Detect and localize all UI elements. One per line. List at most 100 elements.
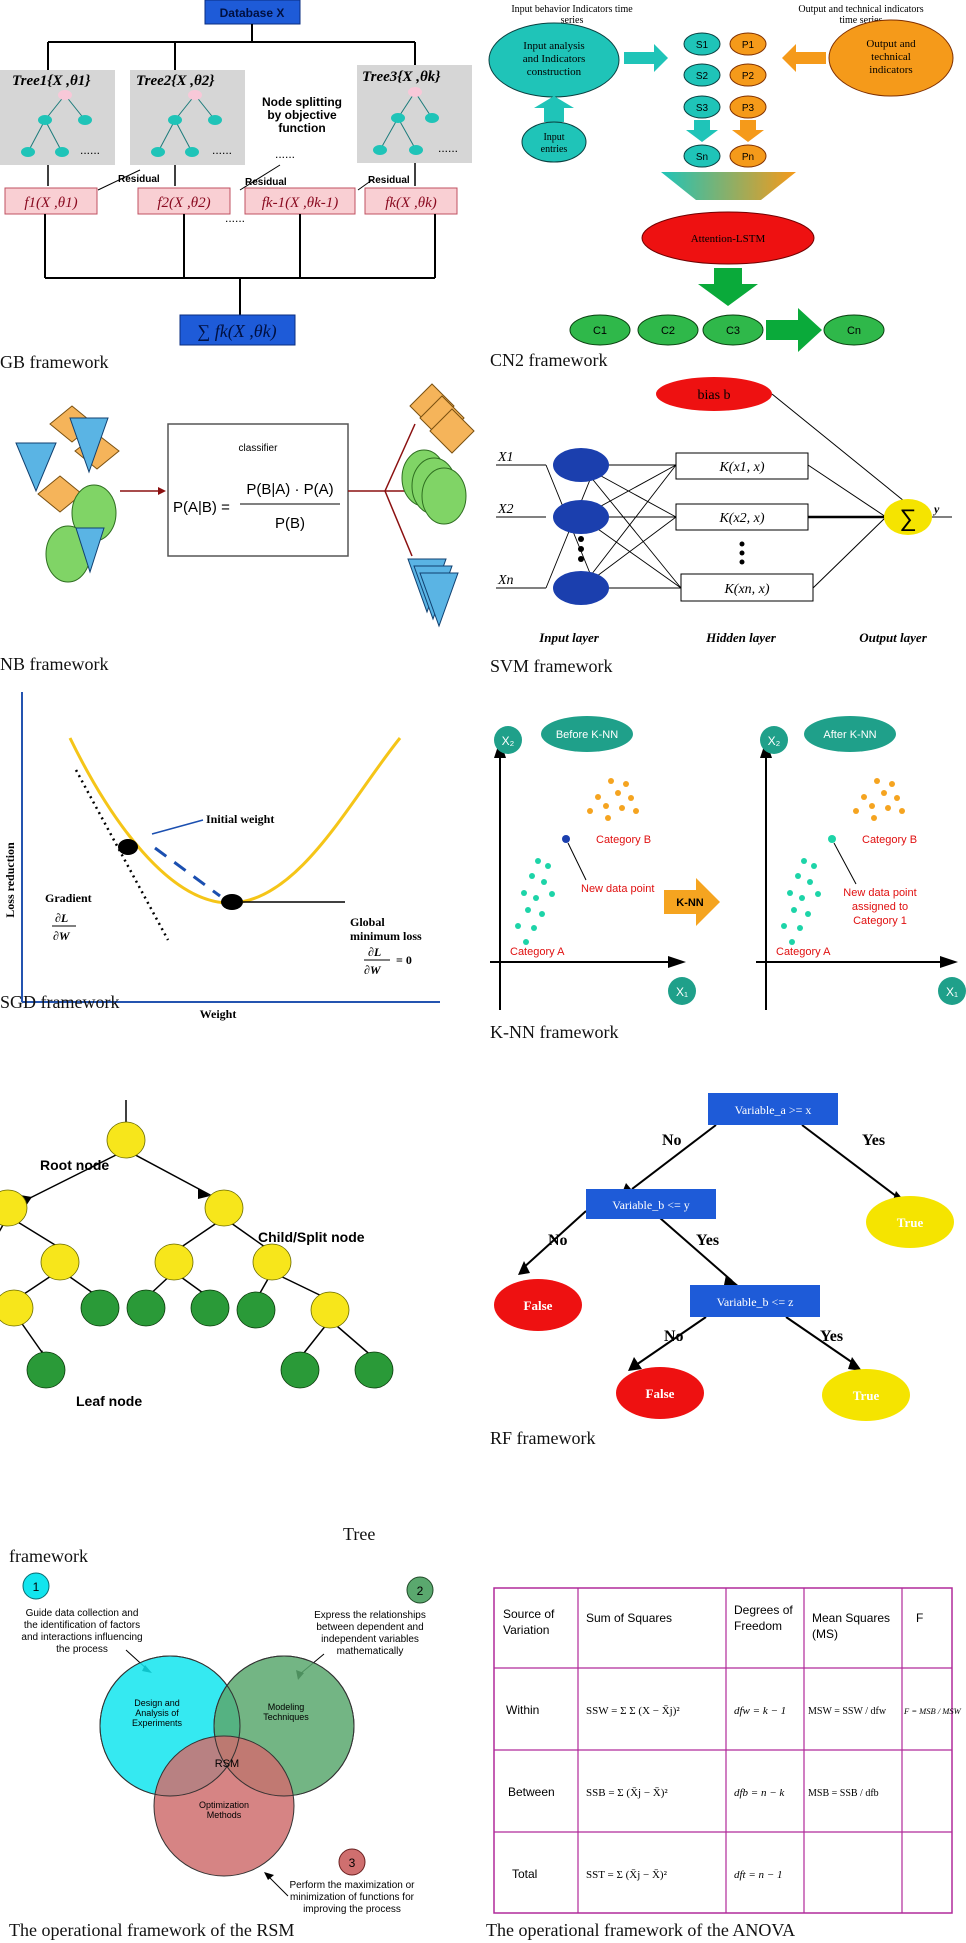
rf-caption: RF framework	[490, 1428, 596, 1448]
svg-text:minimization of functions for: minimization of functions for	[290, 1892, 415, 1903]
svg-text:F = MSB / MSW: F = MSB / MSW	[903, 1706, 962, 1716]
sgd-initial-weight: Initial weight	[206, 812, 274, 826]
knn-left-cat-b-points	[587, 778, 639, 821]
svg-text:series: series	[561, 15, 584, 26]
rf-yes-1: Yes	[862, 1132, 885, 1149]
svg-text:P(B|A) · P(A): P(B|A) · P(A)	[246, 481, 333, 498]
rsm-num-3: 3	[349, 1856, 356, 1870]
knn-right-x2: X₂	[768, 734, 781, 748]
svg-text:False: False	[524, 1298, 553, 1313]
svg-text:New data point: New data point	[843, 887, 916, 899]
gb-tree-1-label: Tree1{X ,θ1}	[12, 73, 91, 89]
rf-no-3: No	[664, 1328, 684, 1345]
tree-caption-a: Tree	[343, 1524, 376, 1544]
rf-box-2	[586, 1189, 716, 1219]
svg-text:f1(X ,θ1): f1(X ,θ1)	[24, 195, 77, 211]
svm-xn: Xn	[497, 573, 514, 588]
sgd-descent-path	[154, 846, 221, 898]
cn2-p-nodes: P1 P2 P3 Pn	[729, 32, 767, 168]
svg-text:the identification of factors: the identification of factors	[24, 1620, 140, 1631]
gb-tree-2: Tree2{X ,θ2} ......	[130, 70, 245, 165]
cn2-input-entries	[521, 121, 587, 163]
anova-panel: Source of Variation Sum of Squares Degre…	[486, 1570, 966, 1943]
gb-function-1	[4, 187, 98, 215]
svg-text:construction: construction	[527, 66, 582, 78]
svg-text:Output and technical indicator: Output and technical indicators	[798, 4, 923, 15]
gb-panel: Database X Tree1{X ,θ1} ...... Tree2{X ,…	[0, 0, 480, 375]
cn2-caption: CN2 framework	[490, 350, 608, 370]
tree-child-label: Child/Split node	[258, 1229, 365, 1245]
knn-left-x2: X₂	[502, 734, 515, 748]
svg-text:(MS): (MS)	[812, 1627, 838, 1641]
rf-yes-3: Yes	[820, 1328, 843, 1345]
nb-diagram: classifier P(A|B) = P(B|A) · P(A) P(B)	[15, 383, 475, 628]
svg-text:C1: C1	[593, 325, 607, 337]
anova-caption: The operational framework of the ANOVA	[486, 1920, 796, 1940]
svg-text:P1: P1	[742, 40, 755, 51]
svg-text:F: F	[916, 1611, 923, 1625]
svg-text:fk(X ,θk): fk(X ,θk)	[385, 195, 437, 211]
tree-leaf-label: Leaf node	[76, 1393, 142, 1409]
svm-hidden-layer: Hidden layer	[705, 630, 777, 645]
gb-node-splitting-1: Node splitting	[262, 95, 342, 109]
gb-sum-box	[179, 314, 296, 346]
knn-diagram: X₂ X₁ Before K-NN New data point Categor…	[490, 716, 966, 1010]
svg-text:Optimization: Optimization	[199, 1800, 249, 1810]
rsm-caption: The operational framework of the RSM	[9, 1920, 295, 1940]
svg-text:True: True	[853, 1388, 880, 1403]
svg-text:......: ......	[225, 211, 245, 225]
svm-sum-node	[884, 499, 932, 535]
svm-input-node-1	[553, 448, 609, 482]
rsm-center: RSM	[215, 1758, 239, 1770]
gb-function-4	[364, 187, 458, 215]
svg-text:Mean Squares: Mean Squares	[812, 1611, 890, 1625]
anova-table: Source of Variation Sum of Squares Degre…	[493, 1587, 962, 1914]
cn2-cn	[823, 314, 885, 346]
knn-right-cat-a: Category A	[776, 946, 831, 958]
svg-text:independent variables: independent variables	[321, 1634, 419, 1645]
svg-text:technical: technical	[871, 51, 911, 63]
rsm-panel: 1 Guide data collection and the identifi…	[0, 1570, 480, 1943]
rf-diagram: Variable_a >= x Variable_b <= y Variable…	[494, 1093, 954, 1421]
gb-tree-3-label: Tree3{X ,θk}	[362, 69, 441, 85]
svg-text:∂W: ∂W	[53, 929, 71, 943]
svg-text:and Indicators: and Indicators	[523, 53, 586, 65]
tree-caption-b: framework	[9, 1546, 88, 1566]
svg-text:Sn: Sn	[696, 152, 708, 163]
nb-panel: classifier P(A|B) = P(B|A) · P(A) P(B) N…	[0, 376, 480, 676]
svg-text:Techniques: Techniques	[263, 1712, 309, 1722]
knn-new-point-left	[562, 835, 570, 843]
knn-right-cat-b: Category B	[862, 834, 917, 846]
sgd-min-point	[221, 894, 243, 910]
svg-text:Methods: Methods	[207, 1810, 242, 1820]
gb-tree-1: Tree1{X ,θ1} ......	[0, 70, 115, 165]
svg-text:entries: entries	[541, 144, 568, 155]
knn-new-point-right	[828, 835, 836, 843]
gb-tree-2-label: Tree2{X ,θ2}	[136, 73, 215, 89]
cn2-output-tech	[828, 19, 954, 97]
cn2-c1	[569, 314, 631, 346]
cn2-c3	[702, 314, 764, 346]
knn-left-cat-a-points	[515, 858, 555, 945]
knn-panel: X₂ X₁ Before K-NN New data point Categor…	[486, 680, 966, 1050]
knn-right-cat-b-points	[853, 778, 905, 821]
svg-text:Pn: Pn	[742, 152, 754, 163]
knn-left-cat-b: Category B	[596, 834, 651, 846]
sgd-xlabel: Weight	[200, 1007, 237, 1021]
svm-kernel-1	[675, 452, 809, 480]
rf-false-2	[616, 1367, 704, 1419]
svg-text:Experiments: Experiments	[132, 1718, 183, 1728]
svg-text:assigned to: assigned to	[852, 901, 908, 913]
svg-text:Express the relationships: Express the relationships	[314, 1610, 426, 1621]
svm-panel: bias b X1 X2 Xn K(x1, x) K(x2, x) K(xn, …	[486, 376, 966, 676]
rsm-circle-optimization	[153, 1735, 295, 1877]
svg-text:Variable_a >= x: Variable_a >= x	[735, 1103, 812, 1117]
svg-text:mathematically: mathematically	[337, 1646, 404, 1657]
tree-root-label: Root node	[40, 1157, 109, 1173]
knn-left-x1: X₁	[676, 985, 688, 999]
svg-text:S3: S3	[696, 103, 709, 114]
cn2-panel: Input behavior Indicators time series Ou…	[486, 0, 966, 375]
svm-y: y	[932, 502, 940, 516]
cn2-attention-lstm	[641, 211, 815, 265]
gb-residual-2: Residual	[245, 177, 287, 188]
